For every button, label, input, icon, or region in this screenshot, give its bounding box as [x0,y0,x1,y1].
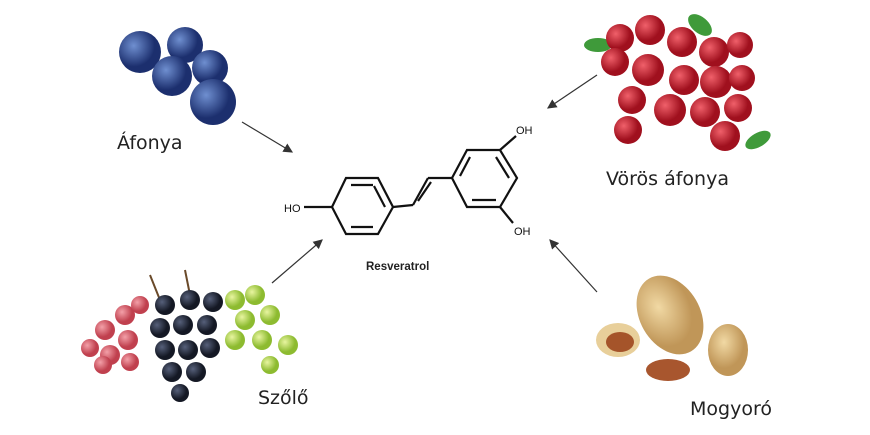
arrow-grapes [271,239,323,284]
grapes-image [81,269,298,402]
label-afonya: Áfonya [117,132,183,154]
arrow-peanut [549,239,598,293]
arrow-blueberry [241,121,294,153]
molecule-name: Resveratrol [366,261,429,273]
peanuts-image [596,275,748,381]
label-szolo: Szőlő [258,387,309,409]
ho-label: HO [284,203,301,215]
arrows [241,74,598,293]
label-mogyoro: Mogyoró [690,398,772,420]
arrow-cranberry [547,74,598,109]
cranberries-image [584,14,771,151]
oh-top-label: OH [516,125,533,137]
resveratrol-structure [304,135,519,236]
blueberries-image [119,27,236,125]
label-voros-afonya: Vörös áfonya [606,168,729,190]
oh-bottom-label: OH [514,226,531,238]
